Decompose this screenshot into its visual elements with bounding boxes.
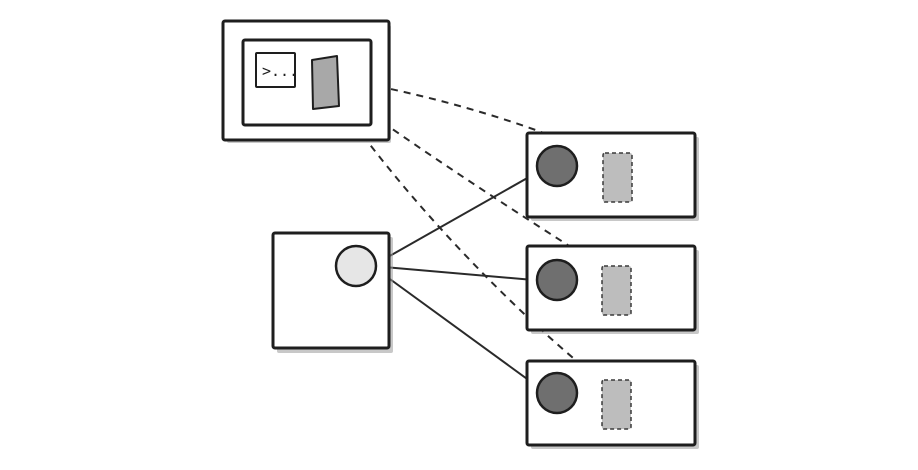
solid-link-worker-3 <box>371 265 546 393</box>
worker-1-placeholder <box>602 152 633 203</box>
worker-1-node <box>535 144 579 188</box>
solid-links <box>371 167 546 393</box>
worker-3-placeholder <box>601 379 632 430</box>
terminal-panel-icon <box>311 55 340 110</box>
hub-node <box>334 244 378 288</box>
worker-box-3 <box>525 359 699 449</box>
worker-3-node <box>535 371 579 415</box>
solid-link-worker-2 <box>371 265 546 282</box>
hub-box <box>271 231 393 353</box>
terminal-window-icon: >... <box>255 52 298 88</box>
worker-2-placeholder <box>601 265 632 316</box>
worker-2-node <box>535 258 579 302</box>
worker-box-1 <box>525 131 699 221</box>
terminal-prompt: >... <box>262 62 298 80</box>
solid-link-worker-1 <box>371 167 546 267</box>
hub-frame <box>271 231 391 350</box>
worker-box-2 <box>525 244 699 334</box>
console-window: >... <box>221 19 391 143</box>
